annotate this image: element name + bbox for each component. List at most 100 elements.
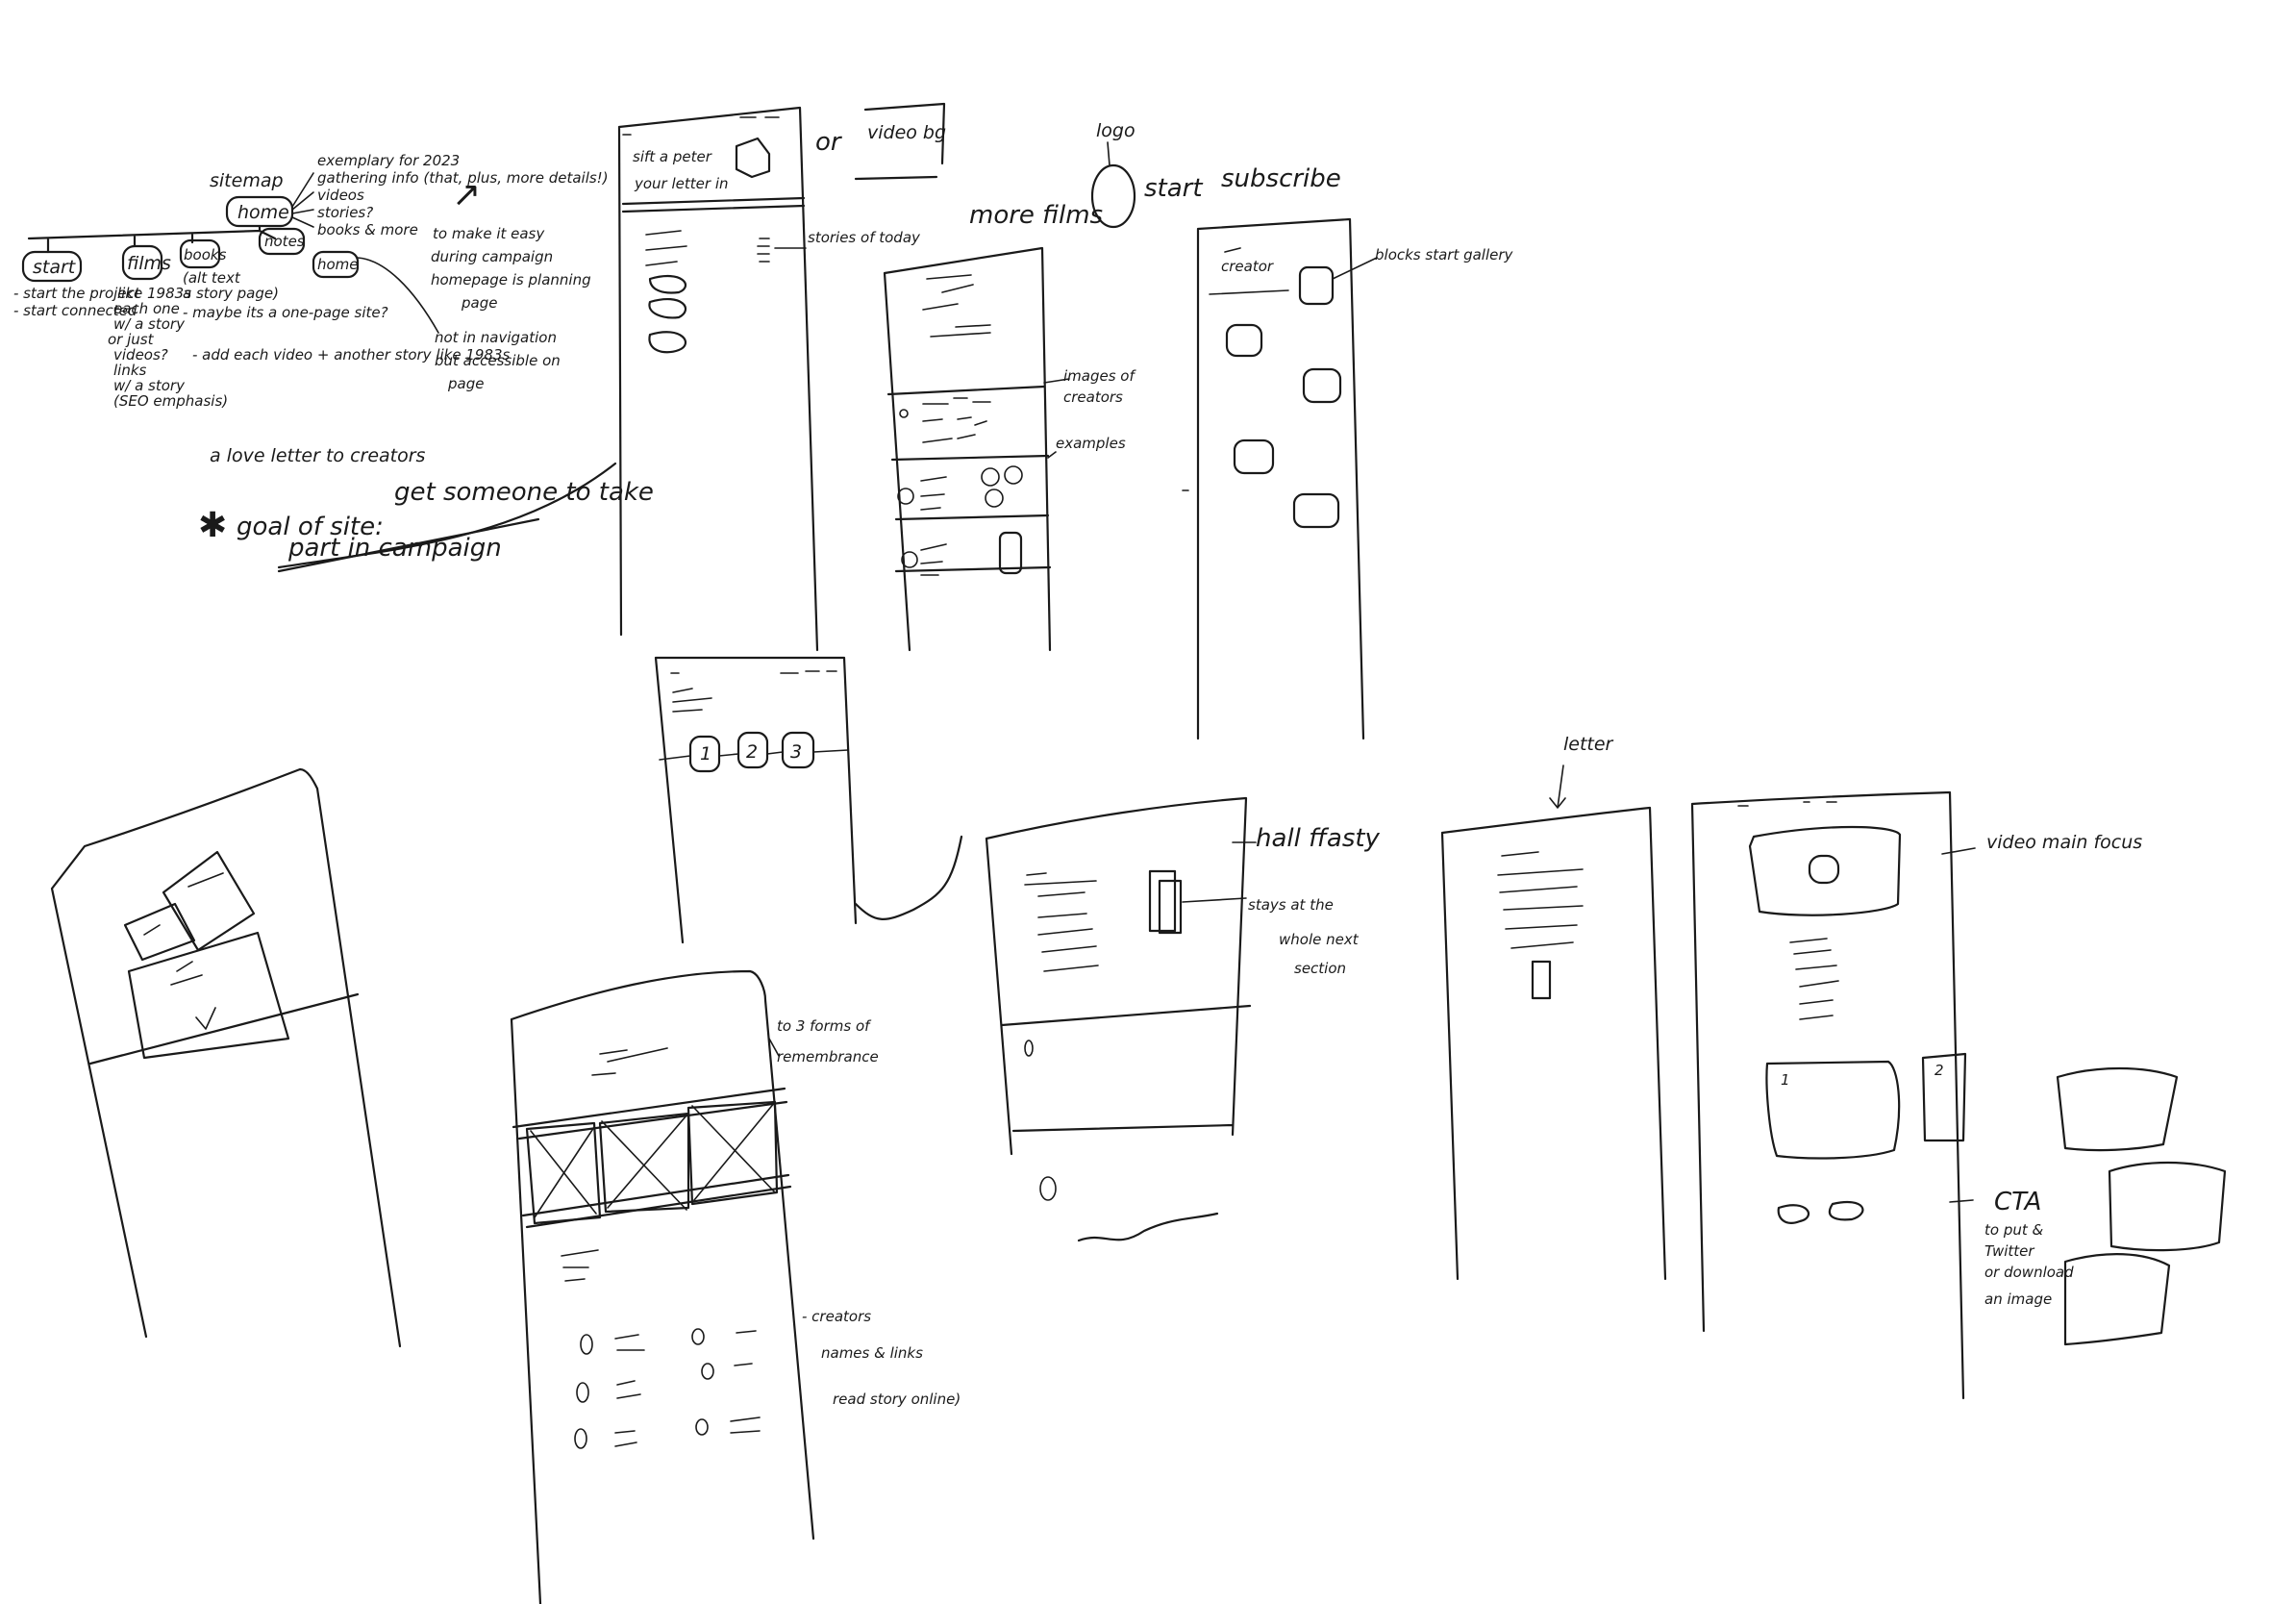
- cta-note-3: Twitter: [1984, 1242, 2034, 1260]
- creator-text: [730, 1416, 761, 1434]
- wireframe-a-header-1: sift a peter: [633, 148, 712, 165]
- wireframe-b-bubble-2: [1004, 465, 1023, 485]
- home2-branch: [357, 257, 439, 334]
- wireframe-b-dot-1: [899, 409, 909, 418]
- svg-text:(SEO emphasis): (SEO emphasis): [113, 392, 228, 410]
- video-pointer: [1941, 847, 1976, 855]
- wireframe-b-dot-3: [901, 551, 918, 568]
- subscribe-label: subscribe: [1221, 164, 1341, 193]
- video-main-note: video main focus: [1986, 832, 2142, 853]
- creator-text: [616, 1380, 641, 1399]
- wireframe-d-step-1: 1: [700, 743, 711, 764]
- wireframe-c-play-1: [1225, 323, 1263, 358]
- wireframe-d-nav: [670, 670, 837, 674]
- creator-rows: [574, 1328, 761, 1449]
- wireframe-letter-card-1: [123, 902, 196, 962]
- sitemap: sitemap home exemplary for 2023 gatherin…: [13, 152, 654, 573]
- wireframe-a-lines: [645, 230, 687, 266]
- cta-image-1: [2056, 1066, 2179, 1152]
- wireframe-g-video: [1748, 825, 1902, 916]
- svg-text:videos?: videos?: [113, 346, 168, 363]
- svg-text:(alt text: (alt text: [183, 269, 241, 287]
- start-label: start: [1144, 174, 1203, 203]
- svg-text:links: links: [113, 362, 147, 379]
- svg-text:- start the project: - start the project: [13, 285, 141, 302]
- creator-avatar: [576, 1382, 589, 1403]
- wireframe-b-text-2: [920, 476, 947, 511]
- wireframe-d-step-3: 3: [790, 741, 802, 763]
- svg-text:- maybe its a one-page site?: - maybe its a one-page site?: [183, 304, 388, 321]
- wireframe-e: hall ffasty stays at the whole next sect…: [985, 796, 1381, 1242]
- wireframe-letter-divider: [88, 992, 360, 1065]
- wireframe-d-header: [672, 688, 712, 713]
- wireframe-a-envelope: [735, 137, 771, 179]
- svg-text:- start connected: - start connected: [13, 302, 137, 319]
- svg-text:but accessible on: but accessible on: [435, 352, 561, 369]
- notes-node-box: [258, 227, 306, 256]
- svg-text:each one: each one: [113, 300, 180, 317]
- svg-text:stories?: stories?: [317, 204, 373, 221]
- wireframe-a-cards: [648, 274, 686, 354]
- gallery-note: blocks start gallery: [1375, 246, 1514, 263]
- svg-text:a story page): a story page): [183, 285, 279, 302]
- wireframe-c-play-highlight: [1298, 265, 1335, 306]
- wireframe-e-wave: [1077, 1212, 1219, 1242]
- arrow-up-glyph: ↗: [452, 175, 481, 214]
- wireframe-g-box-2-label: 2: [1934, 1062, 1944, 1079]
- wireframe-b-bubble-1: [981, 467, 1000, 487]
- letter-note: letter: [1563, 734, 1614, 755]
- svg-text:homepage is planning: homepage is planning: [431, 271, 591, 288]
- wireframe-h-gallery-crosses: [530, 1101, 776, 1218]
- wireframe-f-image: [1531, 960, 1552, 1000]
- books-notes: (alt text a story page) - maybe its a on…: [183, 269, 388, 321]
- wireframe-d-step-2-box: [736, 731, 769, 769]
- wireframe-b-header-lines: [922, 274, 991, 338]
- gallery-pointer: [1332, 257, 1378, 280]
- wireframe-d-step-2: 2: [746, 741, 758, 763]
- sitemap-title: sitemap: [210, 170, 284, 191]
- wireframe-e-note-title: hall ffasty: [1256, 824, 1381, 853]
- creator-text: [736, 1330, 757, 1334]
- wireframe-b-phone: [998, 531, 1023, 575]
- wireframe-e-pointers: [1182, 841, 1257, 903]
- wireframe-h-gallery-boxes: [525, 1100, 779, 1225]
- logo-circle: [1090, 163, 1136, 229]
- svg-text:videos: videos: [317, 187, 364, 204]
- video-bg-label: video bg: [867, 122, 946, 143]
- goal-underline-2: [277, 517, 540, 573]
- wireframe-a-nav: [622, 116, 780, 136]
- home2-node-box: [312, 250, 360, 279]
- creator-text: [614, 1334, 645, 1351]
- wireframe-a-scroll: [757, 238, 770, 263]
- stories-note: stories of today: [808, 229, 921, 246]
- sitemap-connectors: [27, 225, 277, 254]
- right-notes: to make it easy during campaign homepage…: [431, 225, 591, 312]
- wireframe-g-nav: [1737, 801, 1837, 807]
- svg-text:during campaign: during campaign: [431, 248, 553, 265]
- wireframe-f: letter: [1440, 734, 1667, 1281]
- creator-avatar: [695, 1418, 709, 1436]
- wireframe-b: images of creators examples: [883, 246, 1136, 652]
- start-node: start: [33, 257, 77, 278]
- wireframe-a-dividers: [621, 196, 806, 213]
- wireframe-c-frame: [1196, 217, 1365, 740]
- wireframe-e-circle: [1039, 1176, 1057, 1201]
- svg-text:not in navigation: not in navigation: [435, 329, 557, 346]
- home-branches: [291, 172, 314, 228]
- logo-arrow: [1107, 141, 1111, 166]
- love-letter-note: a love letter to creators: [210, 445, 426, 466]
- wireframe-c-play-3: [1233, 439, 1275, 475]
- books-node-box: [179, 238, 221, 269]
- wireframe-b-bubble-3: [985, 489, 1004, 508]
- home2-node: home: [317, 256, 359, 273]
- wireframe-b-image-row: [922, 434, 976, 443]
- wireframe-c-lines: [1209, 247, 1289, 295]
- wireframe-d-step-1-box: [688, 735, 721, 773]
- images-note-2: creators: [1063, 388, 1123, 406]
- wireframe-e-note-2: whole next: [1279, 931, 1360, 948]
- wireframe-h-header: [591, 1047, 668, 1076]
- examples-pointer: [1047, 451, 1057, 459]
- wireframe-h: to 3 forms of remembrance - creators nam…: [510, 969, 961, 1604]
- images-pointer: [1043, 378, 1070, 384]
- svg-text:exemplary for 2023: exemplary for 2023: [317, 152, 460, 169]
